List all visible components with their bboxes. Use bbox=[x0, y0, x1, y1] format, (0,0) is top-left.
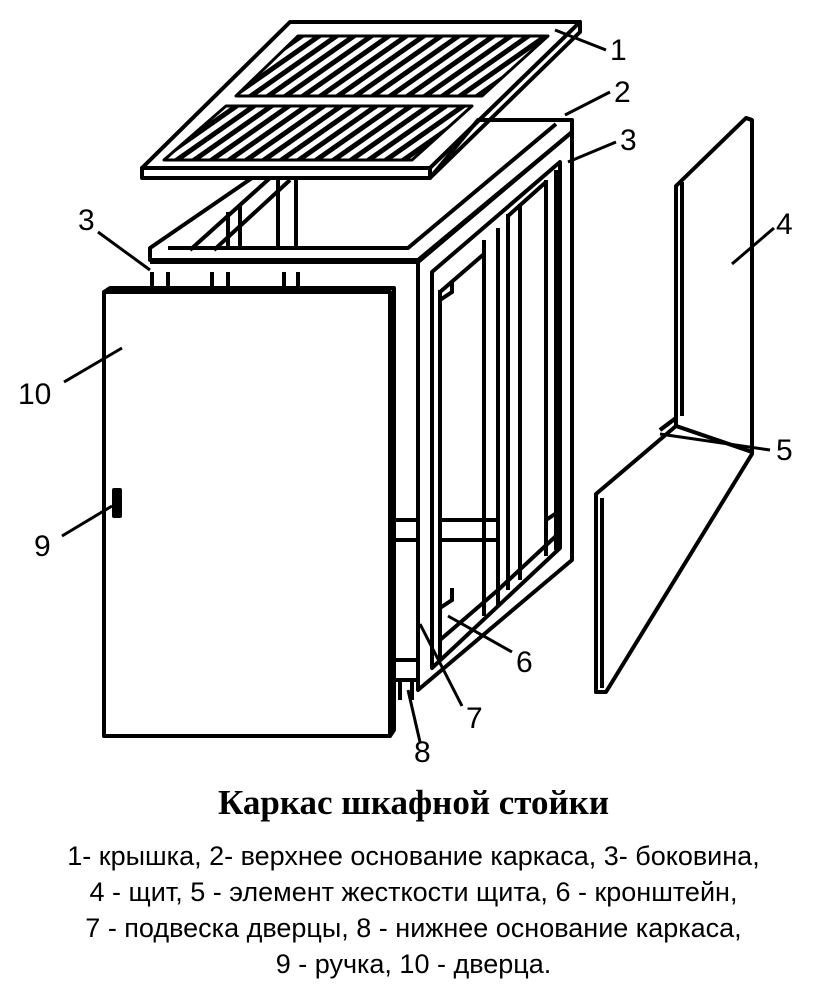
callout-10: 10 bbox=[18, 378, 52, 411]
bottom-frame-base bbox=[394, 518, 498, 700]
side-frame bbox=[416, 130, 574, 692]
caption-line: 9 - ручка, 10 - дверца. bbox=[275, 949, 552, 979]
door-handle bbox=[112, 488, 122, 518]
bracket bbox=[438, 282, 560, 610]
caption-legend: 1- крышка, 2- верхнее основание каркаса,… bbox=[0, 838, 827, 982]
lid bbox=[140, 20, 582, 180]
caption-line: 7 - подвеска дверцы, 8 - нижнее основани… bbox=[85, 913, 742, 943]
door bbox=[102, 286, 396, 738]
callout-9: 9 bbox=[34, 530, 51, 563]
rear-posts bbox=[226, 180, 298, 250]
side-panel bbox=[594, 116, 754, 694]
callout-1: 1 bbox=[610, 34, 627, 67]
callout-3-right: 3 bbox=[620, 124, 637, 157]
lid-grille-front bbox=[162, 104, 474, 162]
caption-line: 4 - щит, 5 - элемент жесткости щита, 6 -… bbox=[89, 877, 738, 907]
callout-8: 8 bbox=[414, 736, 431, 769]
callout-2: 2 bbox=[614, 76, 631, 109]
callout-4: 4 bbox=[776, 208, 793, 241]
callout-7: 7 bbox=[466, 702, 483, 735]
caption-line: 1- крышка, 2- верхнее основание каркаса,… bbox=[67, 841, 760, 871]
callout-6: 6 bbox=[516, 646, 533, 679]
cabinet-rack-frame-drawing bbox=[61, 20, 775, 743]
lid-grille-back bbox=[234, 34, 550, 98]
caption-title: Каркас шкафной стойки bbox=[217, 783, 610, 822]
leader-lines bbox=[61, 28, 775, 743]
callout-3-left: 3 bbox=[78, 204, 95, 237]
callout-5: 5 bbox=[776, 434, 793, 467]
